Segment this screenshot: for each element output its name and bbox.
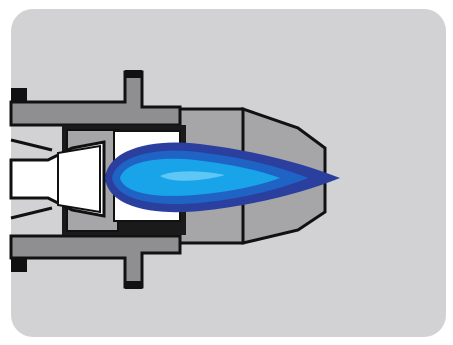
flame: [105, 142, 340, 213]
fuel-injector: [9, 138, 106, 220]
lower-housing: [9, 234, 182, 289]
left-flange: [11, 88, 27, 272]
